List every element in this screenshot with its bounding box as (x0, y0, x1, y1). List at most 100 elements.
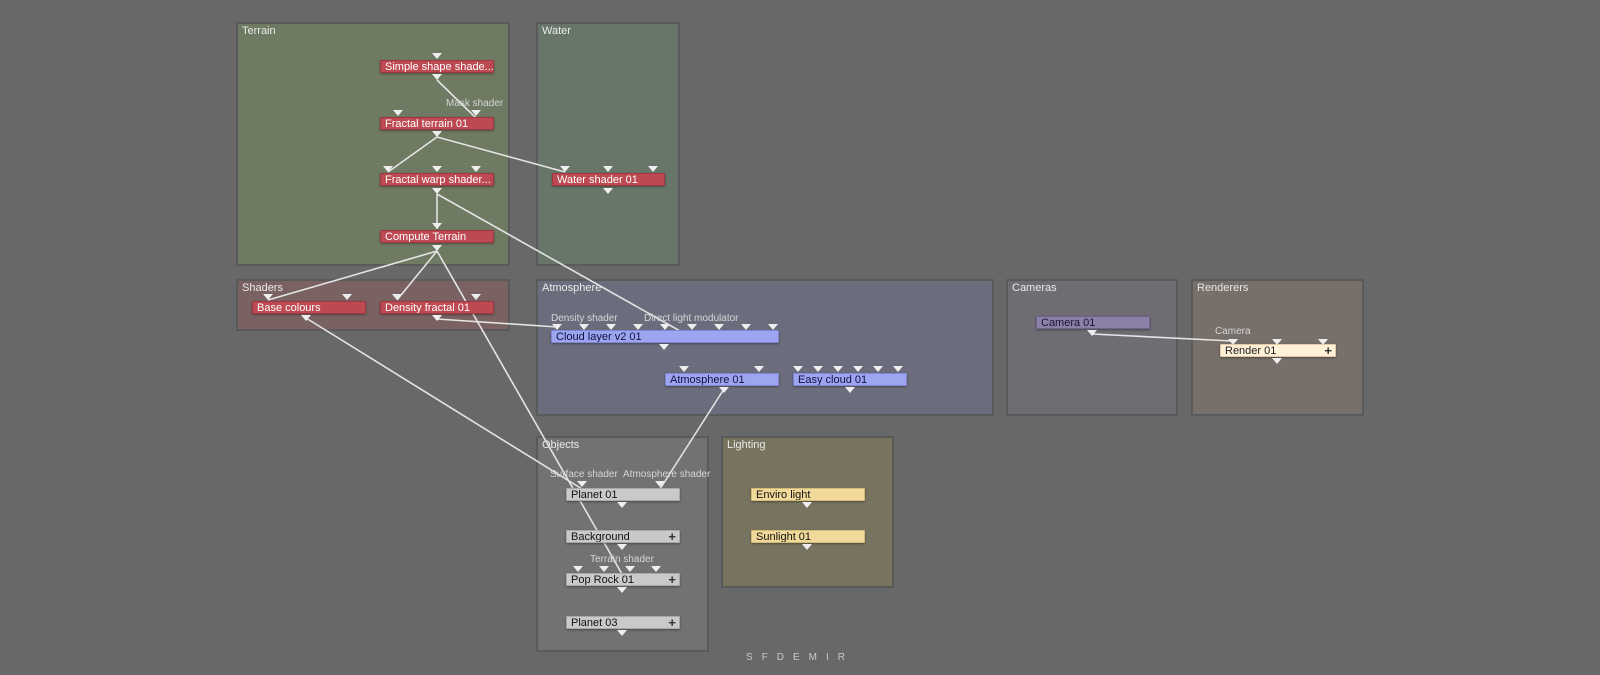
node-label: Fractal terrain 01 (385, 118, 469, 130)
output-port[interactable] (432, 131, 442, 137)
node-label: Compute Terrain (385, 231, 467, 243)
input-port[interactable] (648, 166, 658, 172)
input-port[interactable] (853, 366, 863, 372)
group-cameras[interactable]: Cameras (1006, 279, 1178, 416)
node-planet-03[interactable]: Planet 03 + (566, 616, 680, 629)
output-port[interactable] (617, 544, 627, 550)
node-camera[interactable]: Camera 01 (1036, 316, 1150, 329)
watermark: SFDEMIR (746, 652, 854, 663)
output-port[interactable] (802, 502, 812, 508)
output-port[interactable] (301, 315, 311, 321)
output-port[interactable] (659, 344, 669, 350)
output-port[interactable] (617, 587, 627, 593)
input-port[interactable] (263, 294, 273, 300)
input-port[interactable] (1228, 339, 1238, 345)
input-port[interactable] (573, 566, 583, 572)
output-port[interactable] (432, 188, 442, 194)
input-port[interactable] (471, 294, 481, 300)
expand-plus-icon[interactable]: + (1324, 344, 1332, 357)
node-fractal-terrain[interactable]: Fractal terrain 01 (380, 117, 494, 130)
input-port[interactable] (625, 566, 635, 572)
port-label-surface-shader: Surface shader (550, 469, 618, 480)
input-port[interactable] (560, 166, 570, 172)
node-enviro-light[interactable]: Enviro light (751, 488, 865, 501)
output-port[interactable] (432, 74, 442, 80)
node-label: Background (571, 531, 630, 543)
input-port[interactable] (768, 324, 778, 330)
input-port[interactable] (679, 366, 689, 372)
output-port[interactable] (845, 387, 855, 393)
input-port[interactable] (714, 324, 724, 330)
input-port[interactable] (833, 366, 843, 372)
input-port[interactable] (741, 324, 751, 330)
input-port[interactable] (660, 324, 670, 330)
input-port[interactable] (813, 366, 823, 372)
input-port[interactable] (873, 366, 883, 372)
input-port[interactable] (603, 166, 613, 172)
port-label-terrain-shader: Terrain shader (590, 554, 654, 565)
node-planet-01[interactable]: Planet 01 (566, 488, 680, 501)
group-atmosphere[interactable]: Atmosphere (536, 279, 994, 416)
node-sunlight[interactable]: Sunlight 01 (751, 530, 865, 543)
input-port[interactable] (432, 53, 442, 59)
node-label: Camera 01 (1041, 317, 1096, 329)
input-port[interactable] (342, 294, 352, 300)
node-pop-rock[interactable]: Pop Rock 01 + (566, 573, 680, 586)
output-port[interactable] (719, 387, 729, 393)
input-port[interactable] (577, 481, 587, 487)
output-port[interactable] (1272, 358, 1282, 364)
node-water-shader[interactable]: Water shader 01 (552, 173, 665, 186)
group-water[interactable]: Water (536, 22, 680, 266)
input-port[interactable] (552, 324, 562, 330)
input-port[interactable] (1318, 339, 1328, 345)
node-atmosphere[interactable]: Atmosphere 01 (665, 373, 779, 386)
expand-plus-icon[interactable]: + (668, 573, 676, 586)
output-port[interactable] (802, 544, 812, 550)
group-lighting[interactable]: Lighting (721, 436, 894, 588)
group-title: Shaders (242, 282, 283, 294)
node-density-fractal[interactable]: Density fractal 01 (380, 301, 494, 314)
input-port[interactable] (633, 324, 643, 330)
input-port[interactable] (471, 110, 481, 116)
node-label: Water shader 01 (557, 174, 638, 186)
input-port[interactable] (651, 566, 661, 572)
input-port[interactable] (392, 294, 402, 300)
input-port[interactable] (754, 366, 764, 372)
output-port[interactable] (1087, 330, 1097, 336)
group-title: Lighting (727, 439, 766, 451)
input-port[interactable] (471, 166, 481, 172)
input-port[interactable] (432, 223, 442, 229)
input-port[interactable] (432, 166, 442, 172)
node-simple-shape-shader[interactable]: Simple shape shade... (380, 60, 494, 73)
input-port[interactable] (599, 566, 609, 572)
node-easy-cloud[interactable]: Easy cloud 01 (793, 373, 907, 386)
expand-plus-icon[interactable]: + (668, 616, 676, 629)
output-port[interactable] (432, 315, 442, 321)
node-cloud-layer[interactable]: Cloud layer v2 01 (551, 330, 779, 343)
input-port[interactable] (893, 366, 903, 372)
input-port[interactable] (687, 324, 697, 330)
output-port[interactable] (432, 245, 442, 251)
node-render[interactable]: Render 01 + (1220, 344, 1336, 357)
node-background[interactable]: Background + (566, 530, 680, 543)
port-label-density-shader: Density shader (551, 313, 618, 324)
node-label: Enviro light (756, 489, 811, 501)
expand-plus-icon[interactable]: + (668, 530, 676, 543)
input-port[interactable] (793, 366, 803, 372)
input-port[interactable] (393, 110, 403, 116)
input-port[interactable] (383, 166, 393, 172)
input-port[interactable] (1272, 339, 1282, 345)
group-title: Atmosphere (542, 282, 602, 294)
node-label: Density fractal 01 (385, 302, 470, 314)
node-label: Cloud layer v2 01 (556, 331, 642, 343)
output-port[interactable] (603, 188, 613, 194)
node-base-colours[interactable]: Base colours (252, 301, 366, 314)
node-fractal-warp-shader[interactable]: Fractal warp shader... (380, 173, 494, 186)
output-port[interactable] (617, 630, 627, 636)
input-port[interactable] (579, 324, 589, 330)
input-port[interactable] (606, 324, 616, 330)
input-port[interactable] (655, 481, 665, 487)
node-label: Planet 03 (571, 617, 618, 629)
node-compute-terrain[interactable]: Compute Terrain (380, 230, 494, 243)
output-port[interactable] (617, 502, 627, 508)
